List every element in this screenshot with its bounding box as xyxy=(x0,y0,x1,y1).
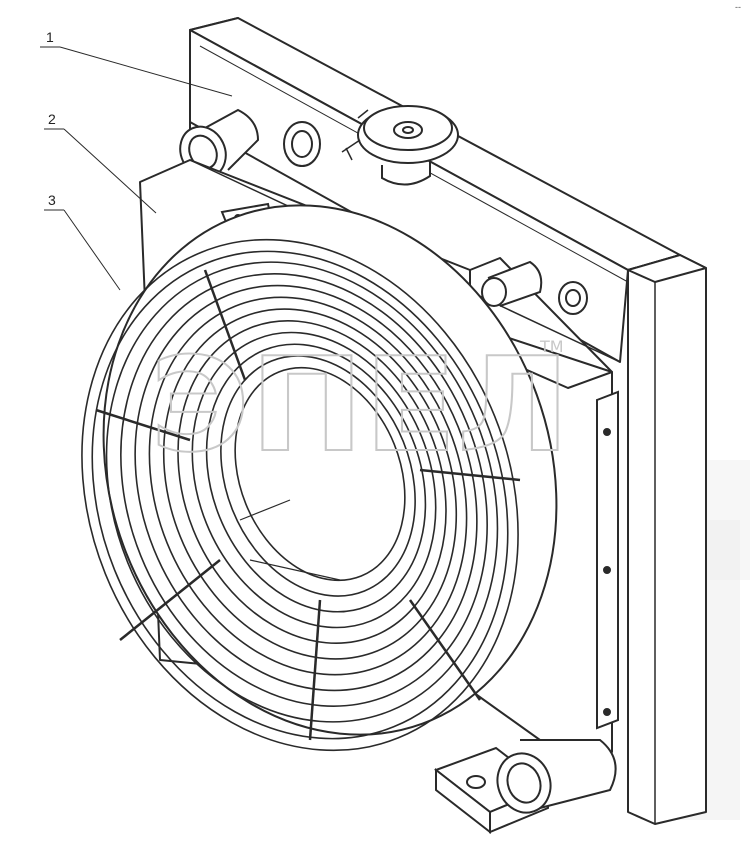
callout-number-1: 1 xyxy=(46,29,54,45)
watermark-tm: TM xyxy=(539,337,564,356)
callout-3: 3 xyxy=(44,192,121,291)
radiator-cap xyxy=(341,105,459,186)
callout-number-2: 2 xyxy=(48,111,56,127)
fan-guard xyxy=(81,238,521,752)
side-pipe xyxy=(481,260,543,307)
callout-2: 2 xyxy=(44,111,157,214)
callout-1: 1 xyxy=(40,29,233,97)
lower-hose-pipe xyxy=(496,739,617,814)
callout-number-3: 3 xyxy=(48,192,56,208)
corner-mark: -- xyxy=(735,2,741,12)
fan-hub-view xyxy=(239,499,341,581)
watermark: ЭПЕЛ TM xyxy=(149,328,571,482)
side-bracket xyxy=(596,390,619,730)
fan-shroud xyxy=(102,204,558,736)
drain-fitting xyxy=(283,121,588,315)
watermark-text: ЭПЕЛ xyxy=(150,329,570,481)
